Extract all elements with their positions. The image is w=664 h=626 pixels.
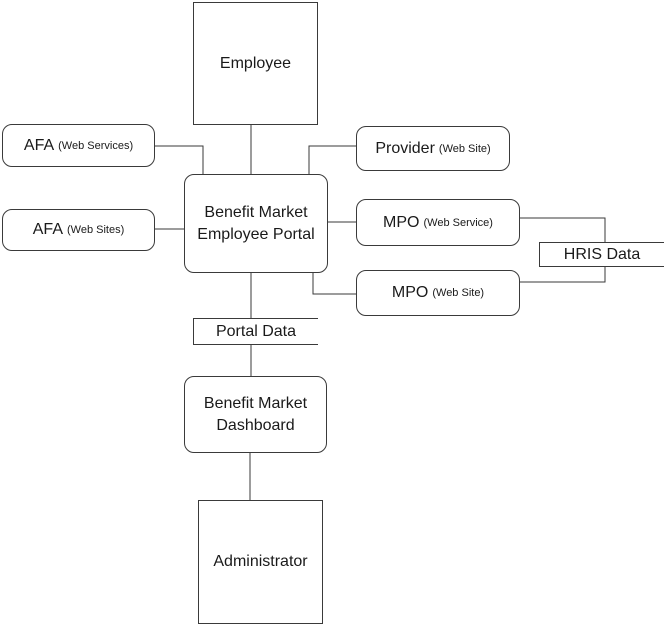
dashboard-node: Benefit Market Dashboard xyxy=(184,376,327,453)
afa-sites-sub: (Web Sites) xyxy=(66,224,125,236)
mpo-service-label: MPO xyxy=(383,213,420,231)
edge-provider-portal xyxy=(308,145,356,174)
hris-label: HRIS Data xyxy=(563,245,641,263)
afa-services-sub: (Web Services) xyxy=(58,139,134,152)
edge-mpo-service-hris xyxy=(519,217,606,242)
afa-web-services-node: AFA (Web Services) xyxy=(2,124,155,167)
mpo-site-label: MPO xyxy=(391,284,429,301)
afa-services-label: AFA xyxy=(23,136,55,154)
afa-web-sites-node: AFA (Web Sites) xyxy=(2,209,155,251)
administrator-label: Administrator xyxy=(213,553,308,570)
provider-label: Provider xyxy=(375,139,435,157)
employee-label: Employee xyxy=(219,54,292,72)
mpo-service-sub: (Web Service) xyxy=(423,216,493,229)
portal-line1: Benefit Market xyxy=(204,203,308,221)
employee-node: Employee xyxy=(193,2,318,125)
hris-data-store: HRIS Data xyxy=(539,242,664,267)
administrator-node: Administrator xyxy=(198,500,323,624)
edge-mpo-site-hris xyxy=(519,266,606,283)
mpo-web-site-node: MPO (Web Site) xyxy=(356,270,520,316)
employee-portal-node: Benefit Market Employee Portal xyxy=(184,174,328,273)
dashboard-line1: Benefit Market xyxy=(203,394,308,412)
provider-node: Provider (Web Site) xyxy=(356,126,510,171)
provider-sub: (Web Site) xyxy=(438,142,491,155)
mpo-site-sub: (Web Site) xyxy=(432,287,485,299)
dashboard-line2: Dashboard xyxy=(216,416,295,434)
edge-mpo-site-portal xyxy=(312,273,356,295)
portal-data-label: Portal Data xyxy=(215,322,297,340)
edge-afa-services-portal xyxy=(154,145,204,174)
portal-data-store: Portal Data xyxy=(193,318,318,345)
afa-sites-label: AFA xyxy=(32,221,63,238)
mpo-web-service-node: MPO (Web Service) xyxy=(356,199,520,246)
portal-line2: Employee Portal xyxy=(197,225,315,243)
